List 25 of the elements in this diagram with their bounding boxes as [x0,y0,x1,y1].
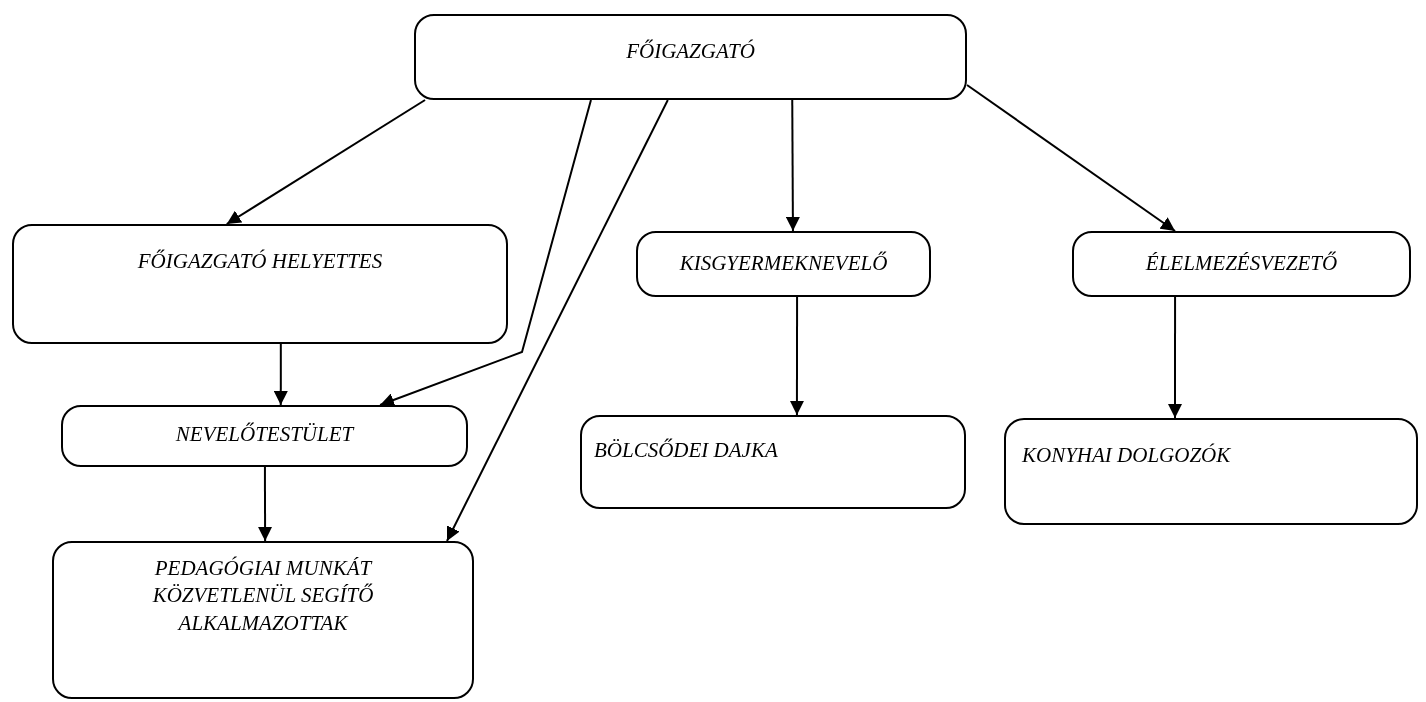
arrow [273,343,288,406]
arrow [785,99,800,232]
role-box [636,231,931,297]
arrow [379,99,592,407]
role-title: ÉLELMEZÉSVEZETŐ [1145,250,1338,278]
role-title: NEVELŐTESTÜLET [175,421,354,448]
role-box [580,415,966,509]
role-box [12,224,508,344]
role-title: FŐIGAZGATÓ [626,38,755,65]
role-box [1072,231,1411,297]
arrow [789,296,804,416]
role-title: PEDAGÓGIAI MUNKÁT KÖZVETLENÜL SEGÍTŐ ALKALMAZOTTAK [151,555,375,637]
role-box [52,541,474,699]
arrow [966,84,1177,232]
arrow [225,99,427,225]
role-title: FŐIGAZGATÓ HELYETTES [137,248,383,275]
role-title: BÖLCSŐDEI DAJKA [594,437,778,464]
arrow [446,99,669,542]
arrow [1168,296,1182,419]
role-title: KONYHAI DOLGOZÓK [1022,442,1231,469]
role-box [414,14,967,100]
role-title: KISGYERMEKNEVELŐ [679,250,888,278]
role-box [61,405,468,467]
role-box [1004,418,1418,525]
arrow [258,466,273,542]
